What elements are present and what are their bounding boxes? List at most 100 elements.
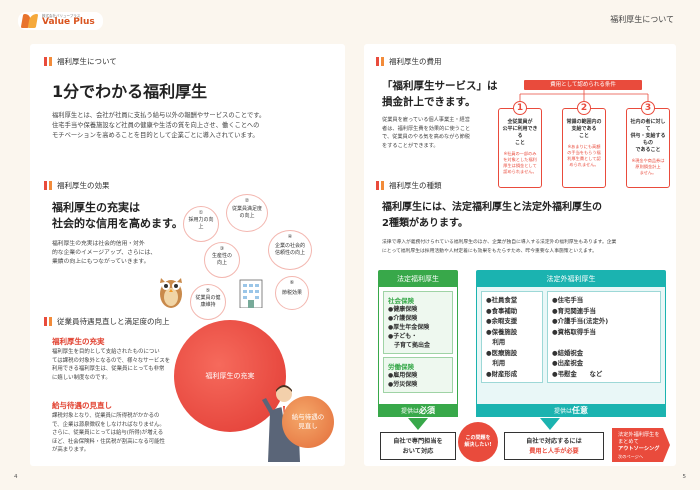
note-line: の手当をもらう福: [567, 150, 601, 155]
section-heading-cost: 福利厚生の費用: [376, 56, 442, 67]
self-cost-box: 自社で対応するには 費用と人手が必要: [504, 432, 604, 460]
circle-label: 福利厚生の充実: [205, 372, 255, 380]
legal-item: ●介護保険: [388, 315, 418, 322]
note-line: められません。: [569, 162, 599, 167]
note-line: を対象とした福利: [503, 157, 537, 162]
title-one-minute: 1分でわかる福利厚生: [52, 82, 208, 101]
group-title: 労働保険: [388, 363, 414, 371]
condition-note: ※現金や商品券は 原則損金計上 ません。: [629, 158, 667, 176]
conditions-connector: [519, 90, 649, 102]
legal-item: ●雇用保険: [388, 372, 418, 379]
labor-insurance-group: 労働保険 ●雇用保険 ●労災保険: [383, 357, 453, 393]
callout-line: 解決したい!: [464, 442, 492, 448]
condition-line: 常識の範囲内の: [566, 119, 602, 125]
types-body: 法律で導入が義務付けられている福利厚生のほか、企業が独自に導入する法定外の福利厚…: [382, 238, 616, 256]
section-heading-effect: 福利厚生の効果: [44, 180, 110, 191]
body-line: 課税対象となり、従業員に所得税がかかるの: [52, 413, 160, 419]
body-line: 従業員を雇っている個人事業主・経営: [382, 117, 470, 123]
page-number-right: 5: [682, 474, 687, 480]
problem-callout-badge: この問題を解決したい!: [458, 422, 498, 462]
bubble-num: ①: [198, 210, 204, 216]
heading-text: 福利厚生の効果: [57, 181, 110, 190]
box-line: おいて対応: [402, 448, 434, 455]
note-line: ※あまりにも高額: [567, 144, 601, 149]
body-line: ては課税の対象外となるので、様々なサービスを: [52, 357, 171, 364]
bubble-num: ②: [244, 198, 250, 204]
bubble-num: ⑥: [289, 280, 295, 286]
condition-number: 1: [513, 101, 527, 115]
nonlegal-col-2: ●住宅手当 ●育児関連手当 ●介護手当(法定外) ●資格取得手当 ●結婚祝金 ●…: [547, 291, 661, 383]
nonlegal-item: ●余暇支援: [486, 317, 518, 325]
self-specialist-box: 自社で専門担当を おいて対応: [380, 432, 456, 460]
condition-line: こと: [578, 133, 589, 139]
box-line: 自社で専門担当を: [393, 438, 443, 445]
condition-line: 公平に利用できる: [502, 126, 538, 139]
callout-line: この問題を: [465, 435, 491, 441]
value-plus-logo: 株式会社バリュープラス Value Plus: [18, 12, 103, 30]
nonlegal-item: ●食事補助: [486, 306, 518, 315]
group-title: 社会保険: [388, 297, 414, 305]
next-page-link: 次のページへ: [618, 454, 644, 459]
body-line: をすることができます。: [382, 142, 439, 149]
effect-body-line: 福利厚生の充実は社会的信用・対外: [52, 241, 145, 247]
legal-item: 子育て拠出金: [388, 342, 431, 349]
heading-text: 福利厚生の種類: [389, 181, 442, 190]
effect-body-line: 的な企業のイメージアップ、さらには、: [52, 250, 157, 256]
owl-mascot-icon: [160, 278, 182, 308]
cost-condition-3: 3 社内の者に対して 供与・支給するもの であること ※現金や商品券は 原則損金…: [626, 101, 670, 188]
body-line: 者は、福利厚生費を効果的に使うこと: [382, 125, 471, 132]
bubble-num: ③: [219, 246, 225, 252]
page-number-left: 4: [14, 474, 18, 480]
bubble-text: 生産性の向上: [211, 253, 232, 266]
effect-title-line: 福利厚生の充実は: [52, 201, 140, 214]
note-line: 認められません。: [503, 169, 537, 174]
types-title-line: 2種類があります。: [382, 218, 468, 229]
effect-body: 福利厚生の充実は社会的信用・対外 的な企業のイメージアップ、さらには、 業績の向…: [52, 240, 156, 267]
note-line: 利厚生費として認: [567, 156, 601, 161]
nonlegal-item: ●医療施設: [486, 348, 518, 357]
office-building-icon: [239, 279, 263, 308]
note-line: ※社員の一部のみ: [503, 151, 537, 156]
nonlegal-item: ●出産祝金: [552, 359, 584, 367]
left-page-panel: 福利厚生について 1分でわかる福利厚生 福利厚生とは、会社が社員に支払う給与以外…: [30, 44, 345, 466]
condition-number: 3: [641, 101, 655, 115]
cost-condition-1: 1 全従業員が 公平に利用できる こと ※社員の一部のみ を対象とした福利 厚生…: [498, 101, 542, 188]
about-body-line: 福利厚生とは、会社が社員に支払う給与以外の報酬やサービスのことです。: [52, 112, 266, 119]
types-title: 福利厚生には、法定福利厚生と法定外福利厚生の 2種類があります。: [382, 200, 602, 232]
nonlegal-welfare-box: 法定外福利厚生 ●社員食堂 ●食事補助 ●余暇支援 ●保養施設 利用 ●医療施設…: [476, 270, 666, 406]
bubble-text: 採用力の向上: [188, 217, 214, 230]
legal-item: ●厚生年金保険: [388, 324, 430, 331]
outsource-line: アウトソーシング: [618, 446, 660, 452]
legal-welfare-box: 法定福利厚生 社会保険 ●健康保険 ●介護保険 ●厚生年金保険 ●子ども・ 子育…: [378, 270, 458, 406]
cost-body: 従業員を雇っている個人事業主・経営 者は、福利厚生費を効果的に使うこと で、従業…: [382, 116, 470, 150]
nonlegal-item: 利用: [486, 338, 506, 346]
effect-bubble-6: ⑥ 節税効果: [275, 276, 309, 310]
condition-note: ※あまりにも高額 の手当をもらう福 利厚生費として認 められません。: [565, 144, 603, 168]
effect-body-line: 業績の向上にもつながっていきます。: [52, 259, 150, 265]
body-line: にとって福利厚生は採用活動や人材定着にも効果をもたらすため、昨今重要な人事施策と…: [382, 249, 597, 254]
nonlegal-item: ●社員食堂: [486, 296, 518, 304]
provision-text: 提供は: [553, 408, 572, 415]
nonlegal-item: ●資格取得手当: [552, 327, 596, 336]
heading-text: 福利厚生について: [57, 57, 117, 66]
subhead-salary-review: 給与待遇の見直し: [52, 401, 112, 410]
provision-emphasis: 必須: [419, 406, 435, 415]
about-body-line: モチベーションを高めることを目的として企業ごとに導入されています。: [52, 132, 259, 139]
body-line: で、企業は源泉徴収をしなければなりません。: [52, 421, 165, 428]
logo-company-sub: 株式会社バリュープラス: [42, 13, 81, 18]
body-line: さらに、従業員にとっては給与(所得)が増える: [52, 430, 164, 436]
body-line: に嬉しい制度なのです。: [52, 374, 111, 381]
section-heading-treatment: 従業員待遇見直しと満足度の向上: [44, 316, 170, 327]
bubble-text: 節税効果: [281, 289, 302, 296]
nonlegal-welfare-head: 法定外福利厚生: [477, 271, 665, 287]
nonlegal-item: ●保養施設: [486, 327, 518, 336]
note-line: 厚生は損金として: [503, 163, 537, 168]
outsourcing-arrow-button[interactable]: 法定外福利厚生を まとめて アウトソーシング 次のページへ: [612, 428, 670, 462]
outsource-line: 法定外福利厚生を: [618, 432, 660, 438]
nonlegal-item: [552, 337, 656, 348]
condition-line: 社内の者に対して: [630, 119, 666, 132]
legal-provision-bar: 提供は必須: [378, 404, 458, 417]
